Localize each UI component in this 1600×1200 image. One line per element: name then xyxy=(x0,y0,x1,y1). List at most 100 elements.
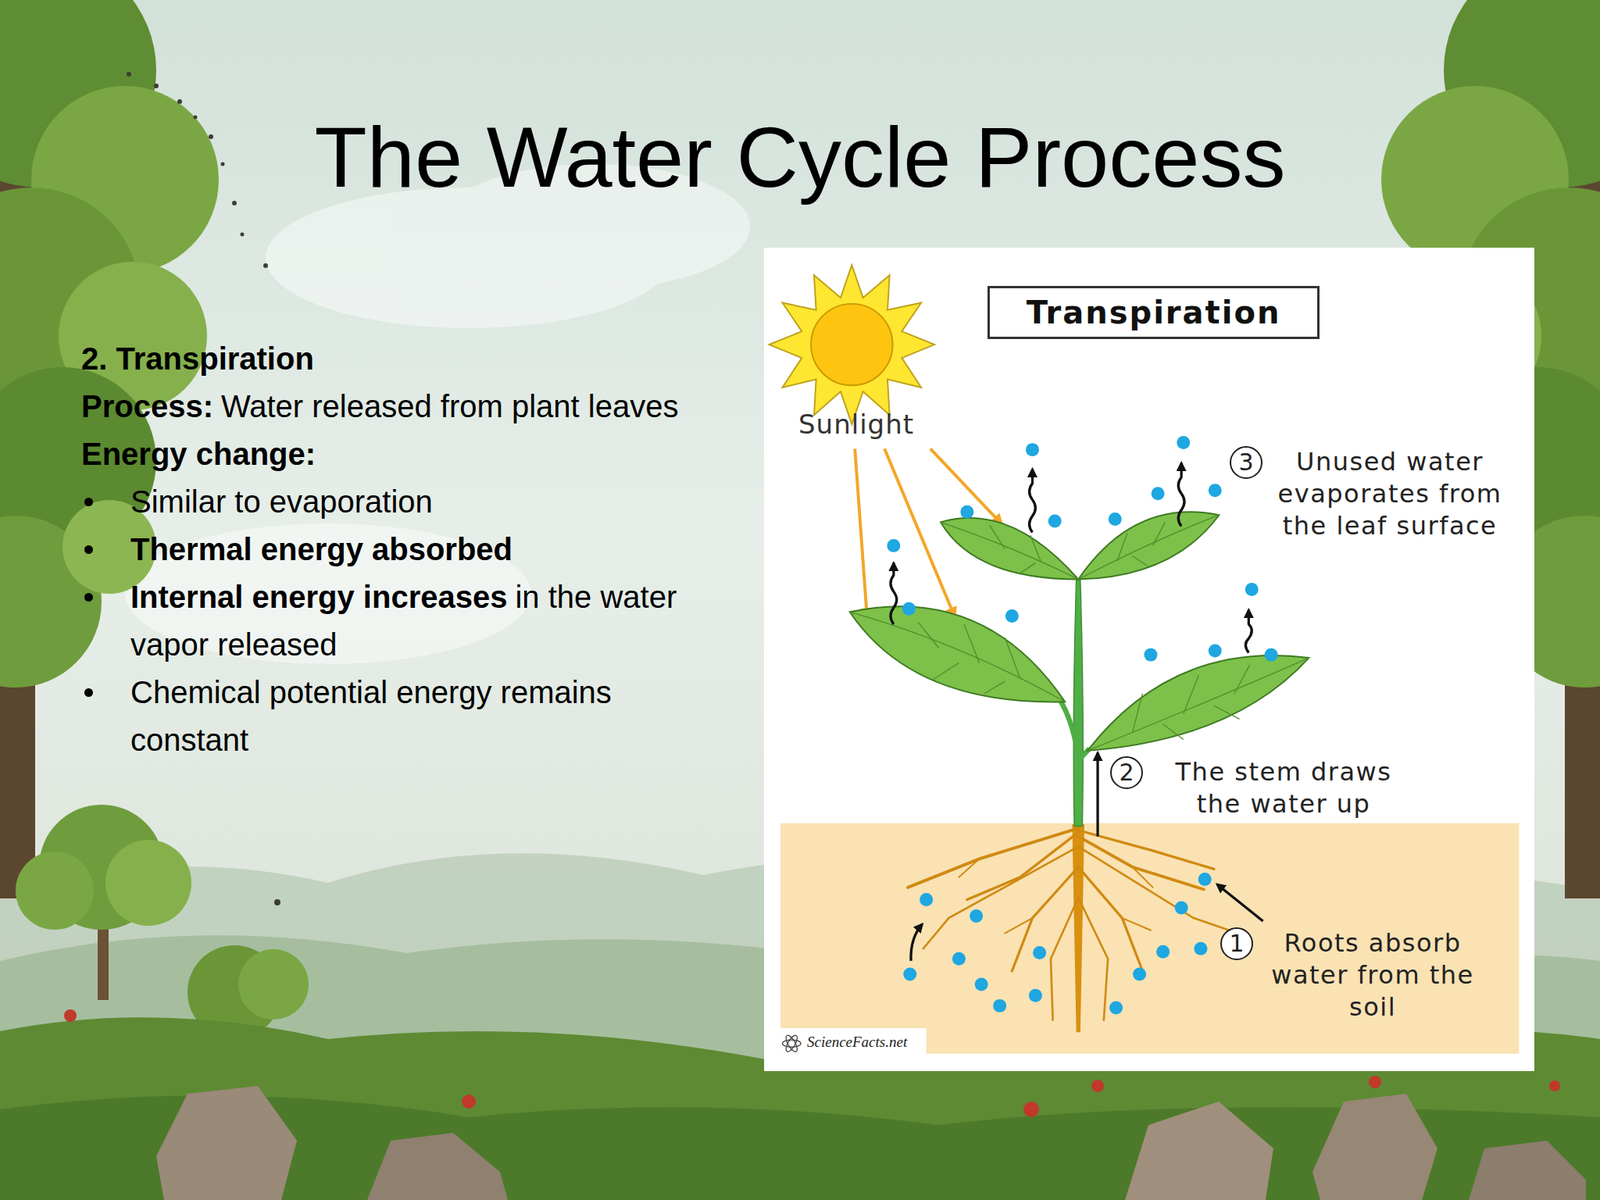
bullet-dot xyxy=(84,545,93,554)
roots-part xyxy=(1078,846,1229,931)
body-text: Process: xyxy=(81,389,214,424)
stem-part xyxy=(1060,701,1078,750)
roots-part xyxy=(1078,897,1108,1021)
bullet-item: Similar to evaporation xyxy=(81,478,694,526)
roots-part xyxy=(958,858,979,878)
rocks xyxy=(156,1085,1586,1200)
birds-part xyxy=(263,263,268,268)
water-drops-part xyxy=(975,977,989,991)
text-line: Energy change: xyxy=(81,430,694,479)
bullet-item: Chemical potential energy remains consta… xyxy=(81,668,694,765)
roots-part xyxy=(1121,917,1151,931)
water-drops-part xyxy=(1175,901,1189,915)
leaf-veins-part xyxy=(850,611,1066,702)
birds-part xyxy=(153,83,159,89)
logo-panel-part-part xyxy=(782,1039,802,1047)
logo-panel xyxy=(780,1028,927,1058)
water-drops-part xyxy=(1032,946,1047,960)
callout-number: 1 xyxy=(1220,927,1254,961)
flowers-part xyxy=(1368,1075,1382,1089)
leaf-veins-part xyxy=(917,621,1021,693)
leaves-part xyxy=(1087,655,1309,751)
leaf-veins-part xyxy=(940,521,1079,579)
water-drops-part xyxy=(1156,945,1170,959)
callout-number: 2 xyxy=(1110,756,1143,790)
sun-part xyxy=(810,303,893,386)
rocks-part xyxy=(156,1085,297,1200)
vapor-arrows-part xyxy=(1245,610,1252,654)
leaf-veins-part xyxy=(989,525,1041,573)
small-tree-part xyxy=(238,949,309,1020)
box-text: Transpiration xyxy=(989,288,1318,337)
vapor-arrows xyxy=(890,463,1252,654)
callout-text: Roots absorb water from the soil xyxy=(1263,927,1483,1024)
birds-part xyxy=(274,899,281,906)
stem-part xyxy=(1073,578,1083,826)
body-text: Water released from plant leaves xyxy=(221,389,679,424)
water-drops-part xyxy=(1208,643,1222,658)
body-text: 2. Transpiration xyxy=(81,341,315,376)
roots-part xyxy=(923,846,1079,950)
bullet-dot xyxy=(84,592,93,602)
logo-panel-part xyxy=(782,1033,802,1054)
birds-part xyxy=(232,200,237,206)
pointer-arrows-part xyxy=(1096,752,1099,836)
water-drops-part xyxy=(952,952,966,966)
bullet-item: Internal energy increasesin the water va… xyxy=(81,573,694,669)
water-drops-part xyxy=(969,909,983,923)
leaf-veins-part xyxy=(1078,514,1219,579)
water-drops-part xyxy=(1193,942,1208,956)
body-text: Similar to evaporation xyxy=(130,484,433,519)
source-logo: ScienceFacts.net xyxy=(807,1033,908,1051)
roots-part xyxy=(907,828,1079,888)
leaf-veins xyxy=(850,514,1310,751)
sun-part xyxy=(769,264,936,425)
sunlight-label: Sunlight xyxy=(798,408,915,440)
roots-part xyxy=(967,832,1079,900)
body-text: Internal energy increases xyxy=(130,579,508,615)
roots-part xyxy=(1050,897,1079,1021)
logo-panel-part-part xyxy=(783,1033,800,1054)
water-drops-part xyxy=(903,967,917,981)
flowers-part xyxy=(64,1009,77,1022)
logo-panel-part-part xyxy=(783,1033,800,1054)
soil xyxy=(780,823,1520,1054)
sunlight-arrows-part xyxy=(930,448,1002,525)
vapor-arrows-part xyxy=(1178,463,1185,527)
roots xyxy=(907,824,1229,1033)
vapor-arrows-part xyxy=(890,563,897,625)
roots-part xyxy=(1078,836,1204,890)
callout-text: Unused water evaporates from the leaf su… xyxy=(1253,446,1527,543)
rocks-part xyxy=(1468,1140,1586,1200)
flowers-part xyxy=(461,1094,476,1109)
water-drops-part xyxy=(1028,989,1043,1003)
water-drops-part xyxy=(1264,648,1279,662)
birds-part xyxy=(240,232,245,237)
body-text: Thermal energy absorbed xyxy=(130,532,513,567)
sunlight-arrows-part xyxy=(854,448,868,618)
birds-part xyxy=(221,162,225,167)
leaves-part xyxy=(850,606,1066,702)
sun xyxy=(769,264,936,425)
title-box: Transpiration xyxy=(987,285,1320,340)
leaves-part xyxy=(1078,511,1219,579)
text-line: Process:Water released from plant leaves xyxy=(81,382,694,431)
leaf-veins-part xyxy=(1132,664,1250,740)
rocks-part xyxy=(367,1132,508,1200)
picture-background xyxy=(764,247,1535,1072)
text-column: 2. TranspirationProcess:Water released f… xyxy=(81,335,694,765)
water-drops-part xyxy=(1108,512,1122,526)
birds-part xyxy=(193,115,198,120)
body-text: Energy change: xyxy=(81,436,316,472)
rocks-part xyxy=(1312,1093,1438,1200)
bullet-item: Thermal energy absorbed xyxy=(81,525,694,574)
leaf-veins-part xyxy=(1087,657,1309,751)
water-drops-part xyxy=(1109,1000,1123,1015)
leaf-veins-part xyxy=(1117,521,1165,566)
water-drops-part xyxy=(902,602,916,616)
logo-panel-part xyxy=(780,1028,927,1058)
pointer-arrows-part xyxy=(1217,884,1264,922)
pointer-arrows-part xyxy=(910,924,922,961)
